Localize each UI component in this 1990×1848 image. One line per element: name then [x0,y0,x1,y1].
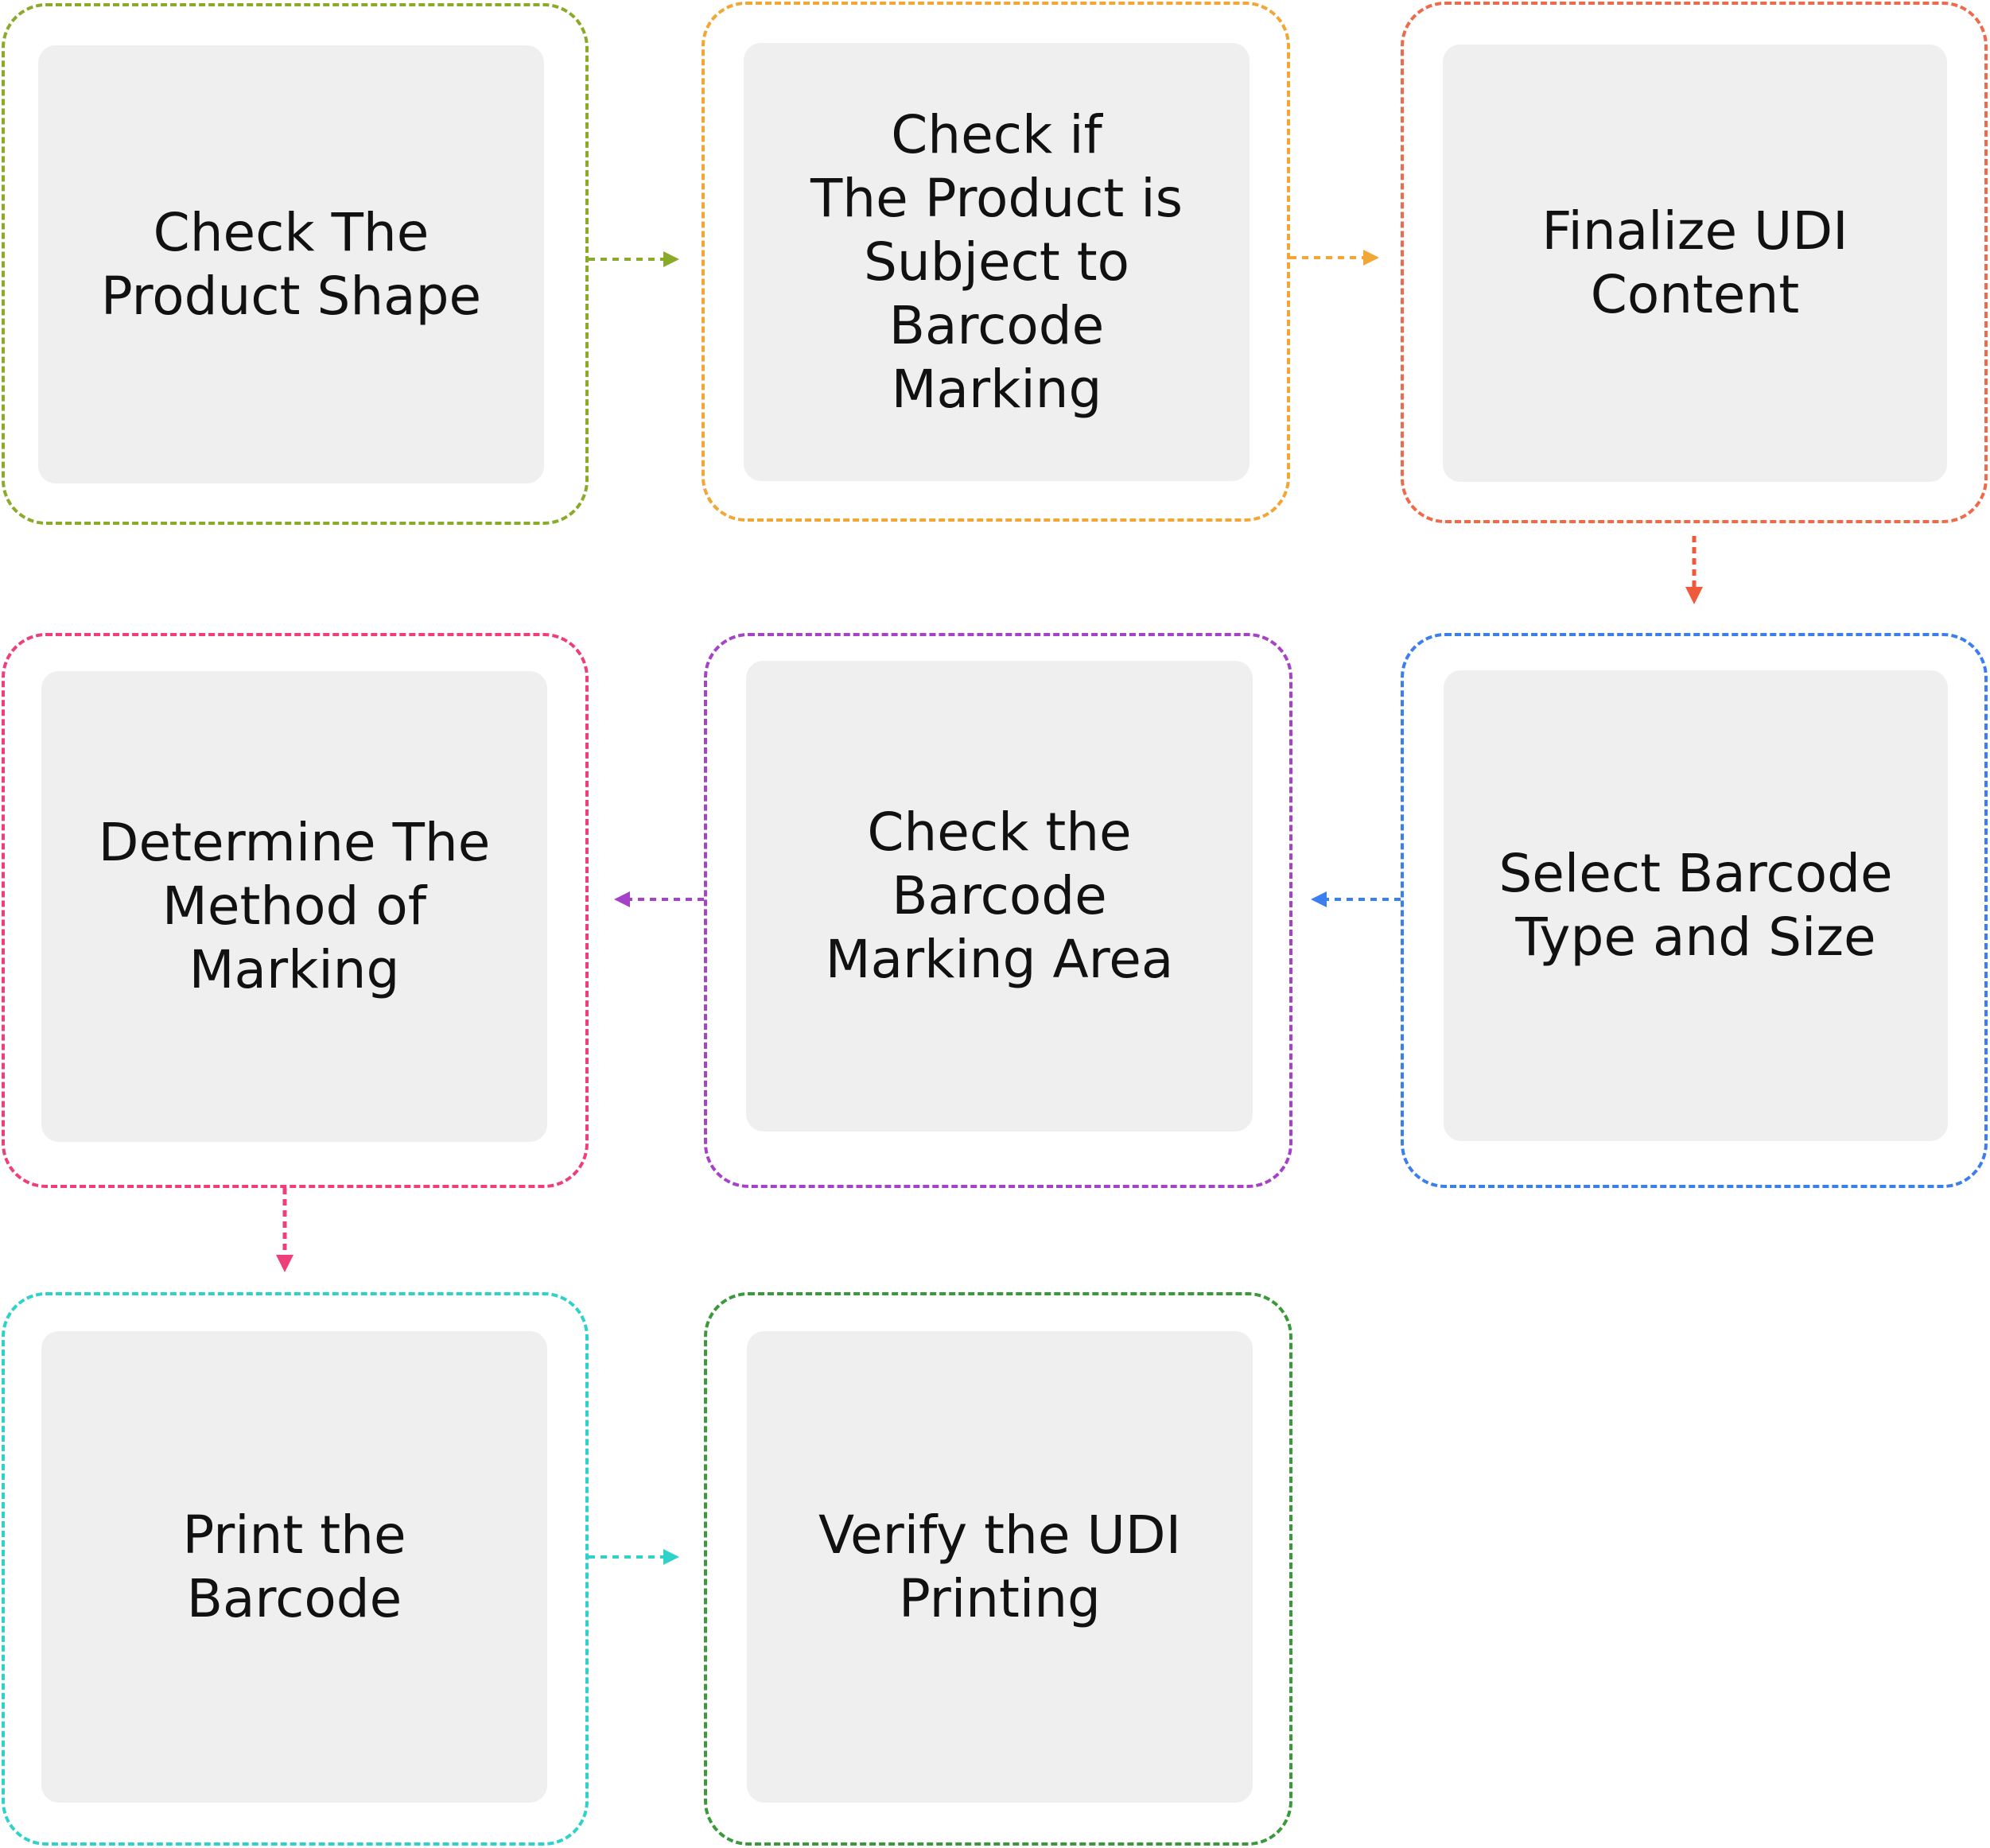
step-5-label: Check the Barcode Marking Area [825,802,1174,990]
step-7-label: Print the Barcode [182,1504,406,1629]
arrowhead-4-5 [1311,891,1327,907]
step-4-label: Select Barcode Type and Size [1498,843,1893,968]
arrowhead-7-8 [663,1549,679,1565]
arrowhead-3-4 [1685,587,1703,604]
step-1-card: Check The Product Shape [38,45,544,483]
step-3-card: Finalize UDI Content [1443,45,1947,482]
step-6-card: Determine The Method of Marking [41,671,547,1142]
step-5-card: Check the Barcode Marking Area [746,661,1253,1132]
step-6-label: Determine The Method of Marking [98,812,491,1000]
step-2-label: Check if The Product is Subject to Barco… [810,103,1184,420]
arrowhead-5-6 [614,891,630,907]
step-1-frame [2,3,589,525]
step-4-card: Select Barcode Type and Size [1444,670,1948,1141]
arrowhead-1-2 [663,251,679,267]
step-8-label: Verify the UDI Printing [818,1504,1182,1629]
step-8-card: Verify the UDI Printing [747,1331,1253,1803]
arrowhead-2-3 [1363,250,1379,266]
step-6-frame [2,633,589,1188]
step-2-frame [702,2,1290,522]
arrowhead-6-7 [276,1255,293,1272]
step-4-frame [1401,633,1988,1188]
step-1-label: Check The Product Shape [100,201,482,327]
step-2-card: Check if The Product is Subject to Barco… [744,43,1250,481]
step-7-frame [2,1292,589,1846]
step-3-label: Finalize UDI Content [1541,200,1848,325]
step-5-frame [704,633,1292,1188]
step-8-frame [704,1292,1292,1846]
step-7-card: Print the Barcode [41,1331,547,1803]
step-3-frame [1401,2,1988,523]
